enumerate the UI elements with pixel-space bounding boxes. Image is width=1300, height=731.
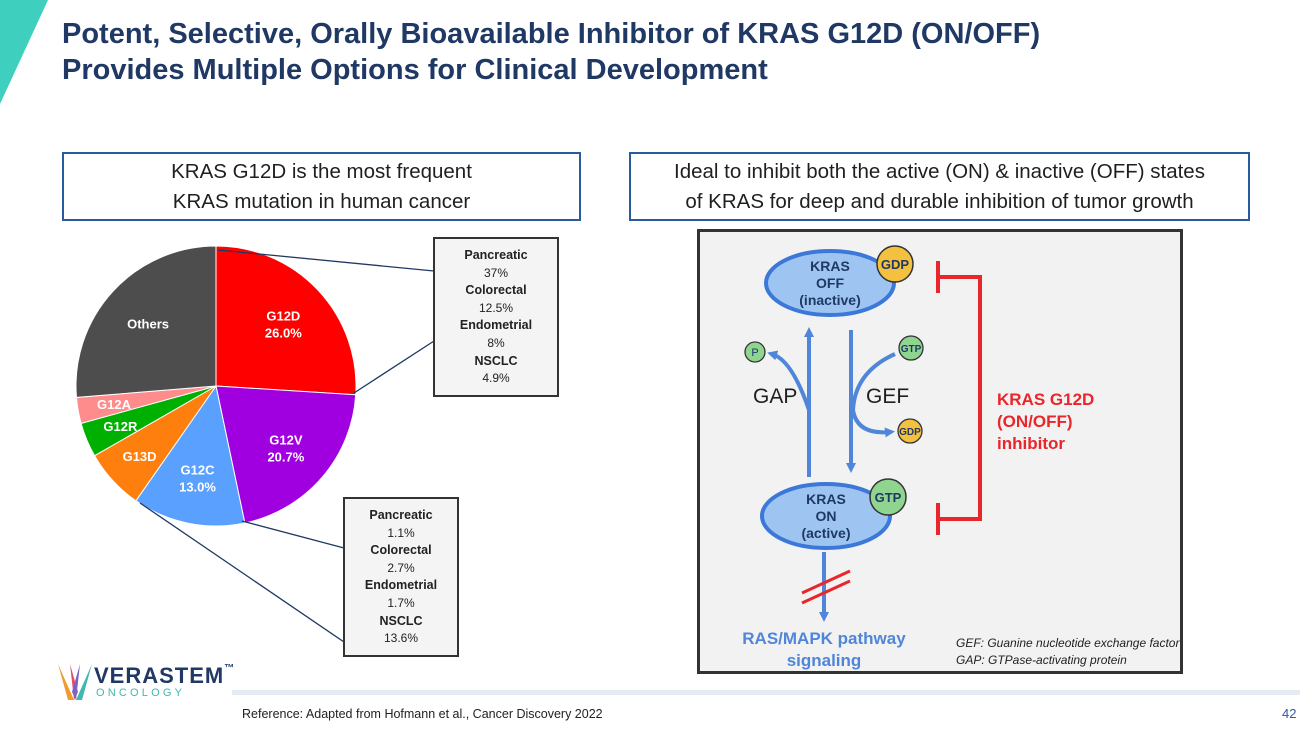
callout-g12c-colorectal-value: 2.7% bbox=[387, 560, 415, 575]
leader-line-g12c-bottom bbox=[139, 502, 345, 643]
callout-g12c-indications: Pancreatic 1.1% Colorectal 2.7% Endometr… bbox=[343, 497, 459, 657]
leader-line-g12d-top bbox=[217, 249, 435, 272]
right-header-box: Ideal to inhibit both the active (ON) & … bbox=[629, 152, 1250, 221]
kras-off-ellipse bbox=[764, 249, 896, 317]
callout-g12d-endometrial-value: 8% bbox=[487, 335, 505, 350]
pie-slice-others bbox=[75, 245, 217, 398]
kras-on-label-2: ON bbox=[816, 508, 837, 524]
reference-note: Reference: Adapted from Hofmann et al., … bbox=[242, 707, 603, 721]
gtp-badge-label: GTP bbox=[875, 490, 902, 505]
callout-g12d-indications: Pancreatic 37% Colorectal 12.5% Endometr… bbox=[433, 237, 559, 397]
kras-on-label-3: (active) bbox=[801, 525, 850, 541]
kras-cycle-diagram: KRAS OFF (inactive) GDP KRAS ON (active)… bbox=[742, 245, 1094, 670]
inhibitor-label-1: KRAS G12D bbox=[997, 390, 1094, 409]
note-gap: GAP: GTPase-activating protein bbox=[956, 653, 1127, 667]
kras-cycle-panel: KRAS OFF (inactive) GDP KRAS ON (active)… bbox=[697, 229, 1183, 674]
pie-label-g12c: G12C bbox=[181, 463, 216, 478]
right-header-line-2: of KRAS for deep and durable inhibition … bbox=[685, 190, 1194, 213]
pie-label-g12r: G12R bbox=[103, 419, 138, 434]
callout-g12c-colorectal-label: Colorectal bbox=[370, 543, 432, 558]
title-line-2: Provides Multiple Options for Clinical D… bbox=[62, 54, 768, 86]
callout-g12d-colorectal-value: 12.5% bbox=[478, 300, 514, 315]
pathway-label-2: signaling bbox=[787, 651, 862, 670]
inhibitor-label-3: inhibitor bbox=[997, 434, 1065, 453]
callout-g12d-nsclc-value: 4.9% bbox=[482, 371, 510, 386]
left-header-line-2: KRAS mutation in human cancer bbox=[172, 190, 471, 213]
callout-g12c-endometrial-label: Endometrial bbox=[364, 578, 438, 593]
title-line-1: Potent, Selective, Orally Bioavailable I… bbox=[62, 18, 1041, 50]
abbreviation-notes: GEF: Guanine nucleotide exchange factor … bbox=[956, 635, 1179, 669]
leader-line-g12d-bottom bbox=[353, 340, 435, 394]
pathway-label-1: RAS/MAPK pathway bbox=[742, 629, 906, 648]
gdp-badge-circle bbox=[876, 245, 914, 283]
inhibitor-bracket bbox=[936, 261, 982, 535]
callout-g12c-pancreatic-value: 1.1% bbox=[387, 525, 415, 540]
callout-g12d-nsclc-label: NSCLC bbox=[474, 353, 518, 368]
block-mark-1 bbox=[801, 569, 851, 595]
note-gef: GEF: Guanine nucleotide exchange factor bbox=[956, 636, 1180, 650]
kras-on-ellipse bbox=[760, 482, 892, 550]
verastem-logo-mark bbox=[58, 664, 92, 700]
gdp-release-arrow bbox=[851, 409, 895, 438]
logo-wordmark: VERASTEM™ bbox=[94, 663, 235, 689]
p-small-label: P bbox=[751, 347, 758, 359]
pie-label-g12v: G12V bbox=[269, 432, 303, 447]
callout-g12d-pancreatic-label: Pancreatic bbox=[464, 248, 528, 262]
kras-on-label-1: KRAS bbox=[806, 491, 846, 507]
pie-label-g12d: G12D bbox=[266, 309, 300, 324]
callout-g12c-pancreatic-label: Pancreatic bbox=[369, 508, 433, 522]
gtp-entry-arrow bbox=[851, 352, 896, 411]
kras-off-label-1: KRAS bbox=[810, 258, 850, 274]
gap-label: GAP bbox=[753, 385, 797, 408]
logo-subtitle: ONCOLOGY bbox=[96, 687, 186, 699]
kras-off-label-3: (inactive) bbox=[799, 292, 860, 308]
callout-g12c-nsclc-value: 13.6% bbox=[383, 631, 419, 646]
callout-g12d-pancreatic-value: 37% bbox=[483, 265, 509, 280]
inhibitor-label-2: (ON/OFF) bbox=[997, 412, 1073, 431]
right-header-line-1: Ideal to inhibit both the active (ON) & … bbox=[674, 160, 1205, 183]
pie-value-g12c: 13.0% bbox=[179, 480, 216, 495]
callout-g12c-endometrial-value: 1.7% bbox=[387, 595, 415, 610]
gtp-badge-circle bbox=[869, 478, 907, 516]
gtp-small-circle bbox=[898, 335, 924, 361]
callout-g12d-endometrial-label: Endometrial bbox=[459, 318, 533, 333]
pie-label-others: Others bbox=[127, 316, 169, 331]
p-release-arrow bbox=[767, 350, 811, 411]
gdp-small-circle bbox=[897, 418, 923, 444]
kras-off-label-2: OFF bbox=[816, 275, 844, 291]
corner-accent bbox=[0, 0, 48, 104]
left-header-box: KRAS G12D is the most frequent KRAS muta… bbox=[62, 152, 581, 221]
gef-label: GEF bbox=[866, 385, 909, 408]
p-small-circle bbox=[744, 341, 766, 363]
gtp-small-label: GTP bbox=[901, 344, 922, 355]
pie-chart: G12D 26.0% G12V 20.7% G12C 13.0% G13D G12R G12A O… bbox=[75, 245, 435, 643]
pie-value-g12d: 26.0% bbox=[265, 326, 302, 341]
page-number: 42 bbox=[1282, 706, 1297, 721]
footer-divider bbox=[232, 690, 1300, 695]
pie-label-g12a: G12A bbox=[97, 397, 132, 412]
callout-g12d-colorectal-label: Colorectal bbox=[465, 283, 527, 298]
slide-title: Potent, Selective, Orally Bioavailable I… bbox=[62, 16, 1262, 88]
pie-value-g12v: 20.7% bbox=[267, 449, 304, 464]
logo-name: VERASTEM bbox=[94, 663, 225, 688]
pie-slice-g12v bbox=[215, 385, 357, 524]
logo-trademark: ™ bbox=[224, 663, 236, 674]
left-header-line-1: KRAS G12D is the most frequent bbox=[171, 160, 472, 183]
pie-label-g13d: G13D bbox=[123, 449, 157, 464]
leader-line-g12c-top bbox=[241, 520, 345, 549]
gdp-badge-label: GDP bbox=[881, 257, 910, 272]
callout-g12c-nsclc-label: NSCLC bbox=[379, 613, 423, 628]
gdp-small-label: GDP bbox=[899, 427, 921, 438]
pie-slice-g12d bbox=[215, 245, 357, 396]
block-mark-2 bbox=[801, 579, 851, 605]
